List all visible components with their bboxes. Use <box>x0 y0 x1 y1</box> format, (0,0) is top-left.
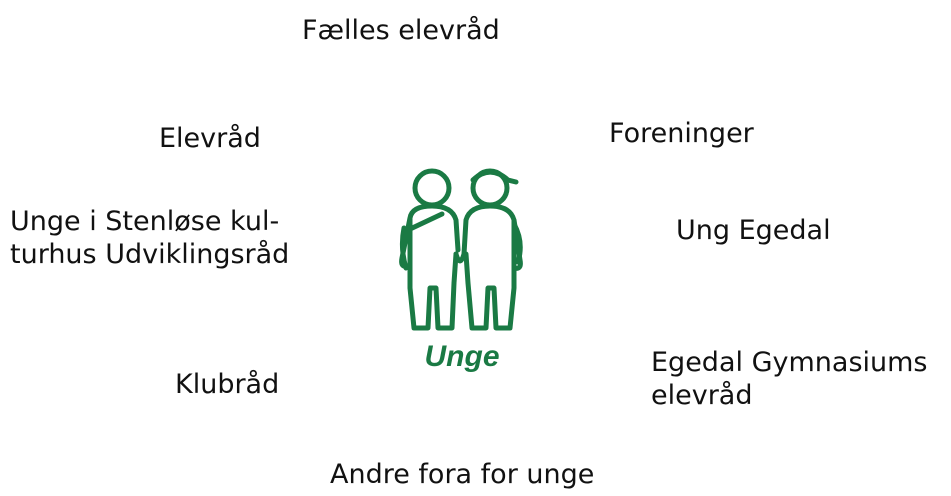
node-elevraad: Elevråd <box>159 123 261 154</box>
node-unge-stenloese-line2: turhus Udviklingsråd <box>10 239 290 270</box>
node-faelles-elevraad: Fælles elevråd <box>302 15 500 46</box>
node-andre-fora: Andre fora for unge <box>330 459 595 490</box>
node-unge-stenloese-line1: Unge i Stenløse kul- <box>10 206 280 237</box>
center-label: Unge <box>424 340 500 373</box>
node-ung-egedal: Ung Egedal <box>676 215 831 246</box>
two-youths-icon <box>399 168 523 331</box>
center-hub: Unge <box>380 158 540 388</box>
node-foreninger: Foreninger <box>609 118 754 149</box>
node-unge-stenloese: Unge i Stenløse kul- turhus Udviklingsrå… <box>10 205 289 271</box>
node-egedal-gymnasium-line1: Egedal Gymnasiums <box>651 347 928 378</box>
node-klubraad: Klubråd <box>175 369 280 400</box>
node-egedal-gymnasium-line2: elevråd <box>651 380 753 411</box>
node-egedal-gymnasium: Egedal Gymnasiums elevråd <box>651 346 928 412</box>
